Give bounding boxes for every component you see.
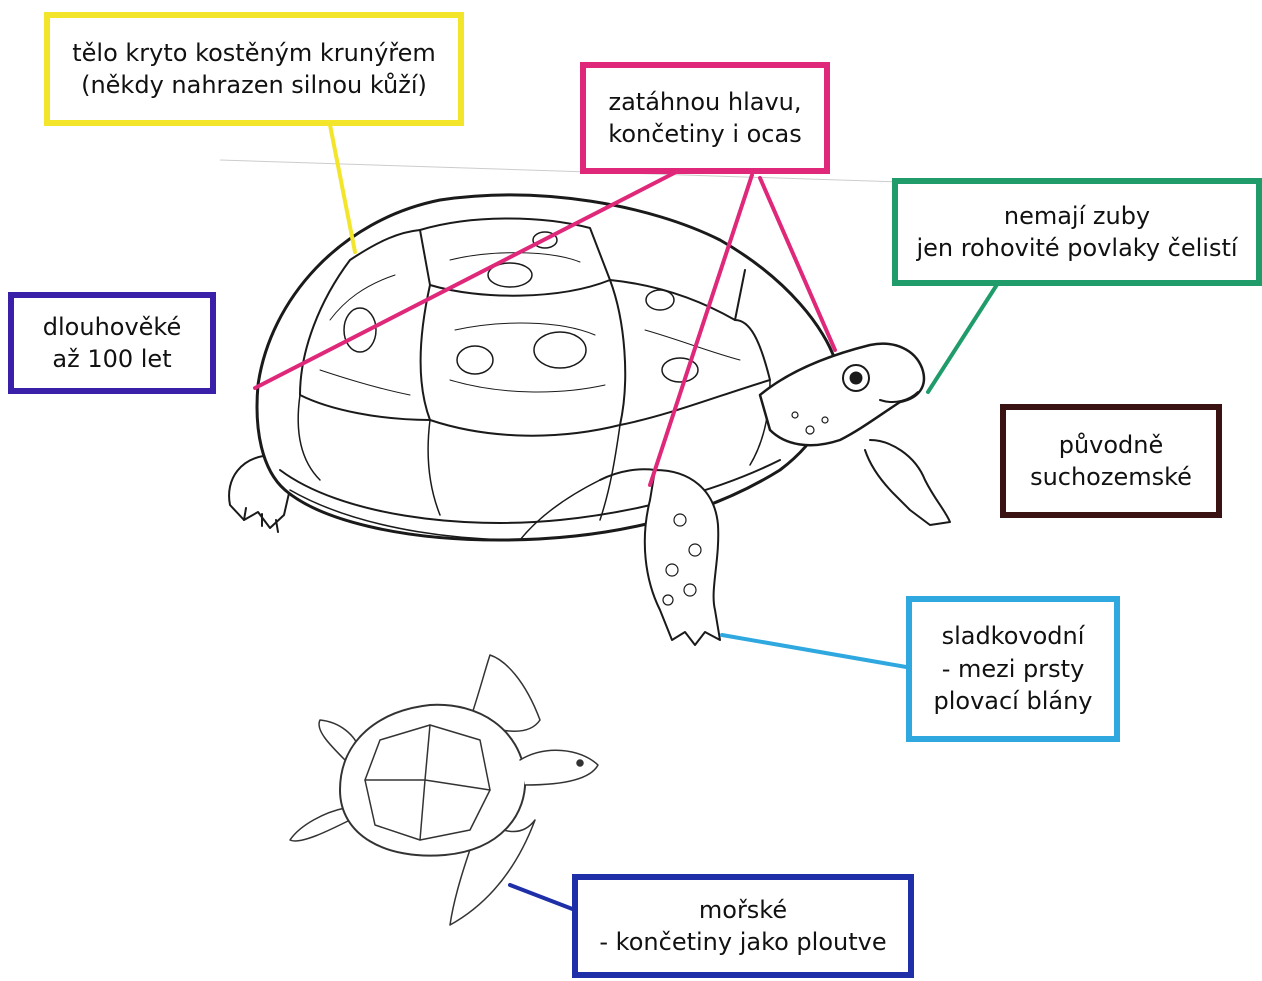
- label-terrestrial-text: původně suchozemské: [1030, 429, 1192, 494]
- label-retract-text: zatáhnou hlavu, končetiny i ocas: [608, 86, 801, 151]
- leader-marine: [510, 885, 575, 910]
- label-freshwater-text: sladkovodní - mezi prsty plovací blány: [933, 620, 1092, 717]
- label-longevity-box: dlouhověké až 100 let: [8, 292, 216, 394]
- tortoise-drawing: [229, 195, 950, 645]
- label-retract-box: zatáhnou hlavu, končetiny i ocas: [580, 62, 830, 174]
- leader-shell: [330, 125, 355, 252]
- label-longevity-text: dlouhověké až 100 let: [43, 311, 181, 376]
- label-shell-box: tělo kryto kostěným krunýřem (někdy nahr…: [44, 12, 464, 126]
- label-teeth-box: nemají zuby jen rohovité povlaky čelistí: [892, 178, 1262, 286]
- label-marine-box: mořské - končetiny jako ploutve: [572, 874, 914, 978]
- label-teeth-text: nemají zuby jen rohovité povlaky čelistí: [916, 200, 1237, 265]
- sea-turtle-drawing: [290, 655, 598, 925]
- label-terrestrial-box: původně suchozemské: [1000, 404, 1222, 518]
- leader-teeth: [928, 283, 998, 392]
- leader-freshwater: [722, 635, 912, 668]
- label-freshwater-box: sladkovodní - mezi prsty plovací blány: [906, 596, 1120, 742]
- label-marine-text: mořské - končetiny jako ploutve: [599, 894, 886, 959]
- label-shell-text: tělo kryto kostěným krunýřem (někdy nahr…: [72, 37, 436, 102]
